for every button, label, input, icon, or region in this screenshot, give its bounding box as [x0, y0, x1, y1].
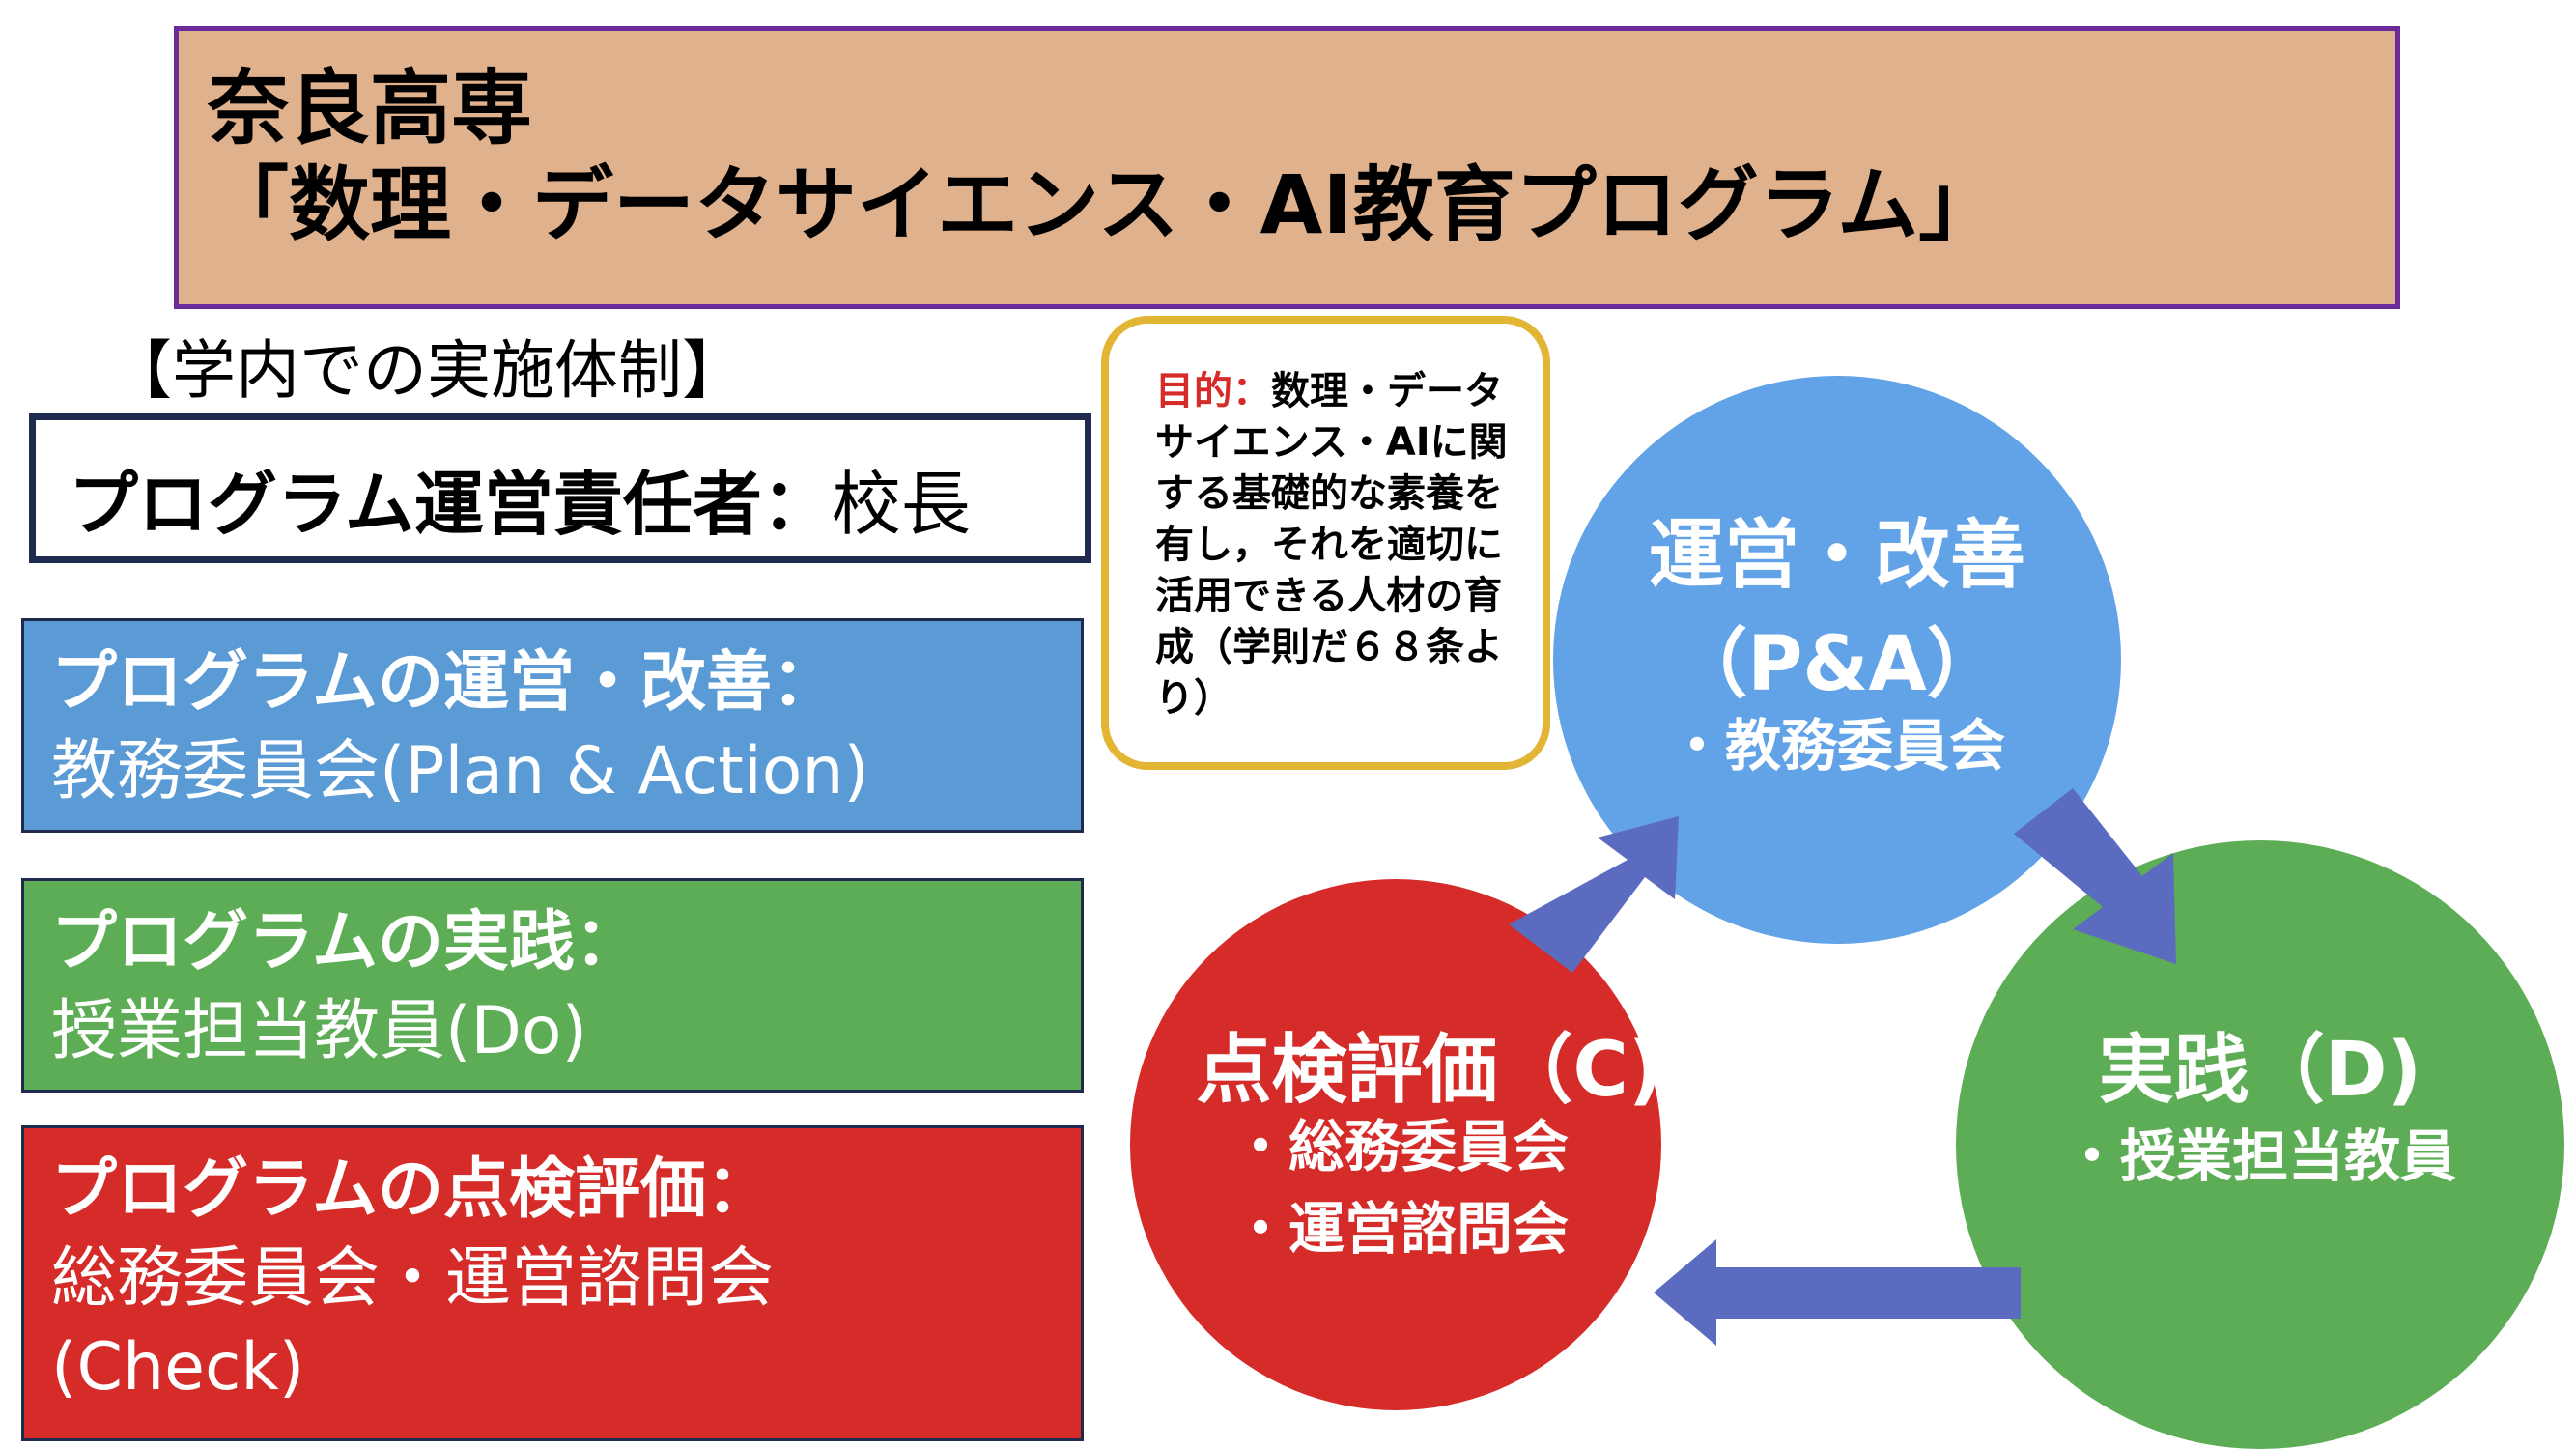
responsible-label: プログラム運営責任者：: [69, 464, 832, 545]
plan-panel-body: 教務委員会(Plan & Action): [51, 733, 869, 810]
plan-panel-heading: プログラムの運営・改善：: [51, 644, 837, 721]
plan-action-title: 運営・改善: [1648, 512, 2025, 599]
plan-action-member-1: ・教務委員会: [1668, 713, 2005, 779]
check-circle: [1130, 879, 1661, 1410]
purpose-label: 目的：: [1155, 369, 1271, 413]
title-line-1: 奈良高専: [208, 61, 533, 156]
do-panel-heading: プログラムの実践：: [51, 904, 640, 980]
arrow-check-to-plan: [1509, 816, 1679, 973]
do-title: 実践（D): [2098, 1027, 2422, 1114]
title-line-2: 「数理・データサイエンス・AI教育プログラム」: [208, 157, 2000, 252]
check-member-2: ・運営諮問会: [1231, 1196, 1569, 1262]
do-panel: プログラムの実践： 授業担当教員(Do): [21, 878, 1084, 1093]
arrow-plan-to-do: [2014, 788, 2176, 964]
check-panel: プログラムの点検評価： 総務委員会・運営諮問会 (Check): [21, 1125, 1084, 1441]
plan-action-code: （P&A）: [1672, 621, 2002, 708]
check-panel-body-2: (Check): [51, 1329, 305, 1406]
check-panel-heading: プログラムの点検評価：: [51, 1151, 772, 1228]
do-member-1: ・授業担当教員: [2063, 1123, 2456, 1189]
check-member-1: ・総務委員会: [1231, 1114, 1569, 1179]
do-panel-body: 授業担当教員(Do): [51, 993, 588, 1069]
plan-action-panel: プログラムの運営・改善： 教務委員会(Plan & Action): [21, 618, 1084, 833]
purpose-box: 目的：数理・データサイエンス・AIに関する基礎的な素養を有し，それを適切に活用で…: [1101, 316, 1550, 770]
title-banner: 奈良高専 「数理・データサイエンス・AI教育プログラム」: [174, 26, 2400, 309]
do-circle: [1956, 840, 2564, 1449]
purpose-text: 数理・データサイエンス・AIに関する基礎的な素養を有し，それを適切に活用できる人…: [1155, 369, 1508, 721]
section-subtitle: 【学内での実施体制】: [108, 333, 746, 408]
plan-action-circle: [1553, 376, 2121, 944]
check-title: 点検評価（C): [1196, 1027, 1663, 1114]
program-responsible-box: プログラム運営責任者：校長: [29, 413, 1091, 563]
check-panel-body: 総務委員会・運営諮問会: [51, 1240, 775, 1317]
arrow-do-to-check: [1654, 1239, 2021, 1346]
responsible-value: 校長: [831, 464, 971, 545]
